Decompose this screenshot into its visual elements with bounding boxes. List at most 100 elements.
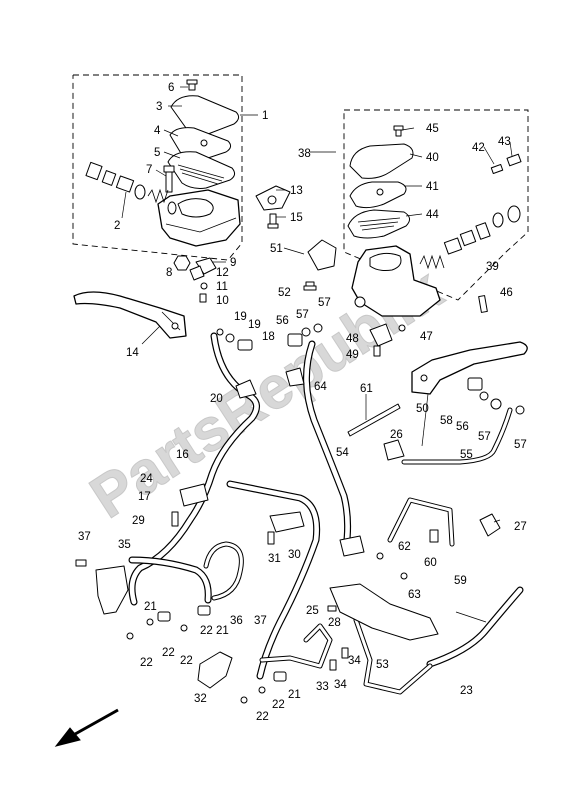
part-9-12-switch — [189, 257, 217, 303]
part-26-clip — [383, 439, 405, 461]
callout-62: 62 — [398, 541, 411, 553]
callout-55: 55 — [460, 449, 473, 461]
callout-43: 43 — [498, 136, 511, 148]
callout-13: 13 — [290, 185, 303, 197]
callout-24: 24 — [140, 473, 153, 485]
left-master-cylinder-group — [72, 74, 291, 339]
part-46-bolt — [478, 295, 488, 313]
callout-4: 4 — [154, 125, 161, 137]
callout-15: 15 — [290, 212, 303, 224]
part-20-clamp — [235, 379, 257, 399]
part-8-nut — [173, 255, 191, 271]
callout-19b: 19 — [248, 319, 261, 331]
callout-19a: 19 — [234, 311, 247, 323]
callout-61: 61 — [360, 383, 373, 395]
callout-22f: 22 — [256, 711, 269, 723]
callout-21b: 21 — [216, 625, 229, 637]
callout-45: 45 — [426, 123, 439, 135]
callout-10: 10 — [216, 295, 229, 307]
part-18-union-bolt — [216, 328, 253, 351]
callout-53: 53 — [376, 659, 389, 671]
callout-23: 23 — [460, 685, 473, 697]
callout-38: 38 — [298, 148, 311, 160]
part-14-brake-lever — [73, 291, 187, 339]
callout-27: 27 — [514, 521, 527, 533]
callout-37a: 37 — [78, 531, 91, 543]
right-group-boundary — [343, 109, 529, 301]
callout-39: 39 — [486, 261, 499, 273]
callout-2: 2 — [114, 220, 120, 232]
callout-59: 59 — [454, 575, 467, 587]
callout-26: 26 — [390, 429, 403, 441]
callout-64: 64 — [314, 381, 327, 393]
callout-18: 18 — [262, 331, 275, 343]
callout-3: 3 — [156, 101, 162, 113]
callout-52: 52 — [278, 287, 291, 299]
fittings — [75, 323, 525, 704]
part-5-diaphragm — [167, 151, 236, 189]
callout-57c: 57 — [478, 431, 491, 443]
callout-14: 14 — [126, 347, 139, 359]
callout-46: 46 — [500, 287, 513, 299]
callout-49: 49 — [346, 349, 359, 361]
part-2-piston-kit — [85, 161, 177, 215]
callout-11: 11 — [216, 281, 228, 293]
callout-8: 8 — [166, 267, 172, 279]
hose-30 — [226, 480, 321, 680]
callout-22d: 22 — [180, 655, 193, 667]
callout-44: 44 — [426, 209, 439, 221]
callout-47: 47 — [420, 331, 433, 343]
callout-22b: 22 — [162, 647, 175, 659]
callout-57b: 57 — [296, 309, 309, 321]
part-60-bolt — [429, 529, 439, 543]
pipe-55 — [401, 407, 513, 465]
callout-41: 41 — [426, 181, 439, 193]
part-39-piston-kit — [419, 205, 521, 270]
part-17-24-clamp — [179, 483, 209, 507]
callout-56b: 56 — [456, 421, 469, 433]
part-6-screw — [186, 79, 198, 91]
callout-51: 51 — [270, 243, 283, 255]
hose-23 — [426, 586, 524, 668]
callout-21c: 21 — [288, 689, 301, 701]
callout-17: 17 — [138, 491, 151, 503]
part-42-43-pin — [490, 153, 522, 175]
part-25-28-bracket — [327, 583, 439, 641]
callout-21a: 21 — [144, 601, 157, 613]
callout-29: 29 — [132, 515, 145, 527]
callout-25: 25 — [306, 605, 319, 617]
callout-labels: 6 3 1 4 5 7 13 2 15 9 8 12 11 10 14 19 1… — [78, 82, 527, 723]
left-group-boundary — [72, 74, 243, 261]
part-27-holder — [479, 513, 501, 537]
callout-56a: 56 — [276, 315, 289, 327]
callout-34b: 34 — [334, 679, 347, 691]
callout-31: 31 — [268, 553, 281, 565]
callout-20: 20 — [210, 393, 223, 405]
callout-30: 30 — [288, 549, 301, 561]
part-45-screw — [393, 125, 404, 137]
callout-5: 5 — [154, 147, 160, 159]
callout-12: 12 — [216, 267, 229, 279]
callout-50: 50 — [416, 403, 429, 415]
callout-34a: 34 — [348, 655, 361, 667]
part-61-cable-tie — [347, 403, 401, 437]
part-51-holder — [307, 239, 337, 271]
callout-37b: 37 — [254, 615, 267, 627]
callout-1: 1 — [262, 110, 268, 122]
callout-57d: 57 — [514, 439, 527, 451]
callout-32: 32 — [194, 693, 207, 705]
leader-lines — [121, 86, 513, 623]
callout-57a: 57 — [318, 297, 331, 309]
callout-16: 16 — [176, 449, 189, 461]
callout-28: 28 — [328, 617, 341, 629]
callout-33: 33 — [316, 681, 329, 693]
callout-22e: 22 — [272, 699, 285, 711]
callout-60: 60 — [424, 557, 437, 569]
callout-58: 58 — [440, 415, 453, 427]
callout-48: 48 — [346, 333, 359, 345]
part-32-bracket — [197, 651, 233, 689]
part-35-bracket — [95, 565, 129, 615]
part-7-bolt — [163, 165, 175, 193]
